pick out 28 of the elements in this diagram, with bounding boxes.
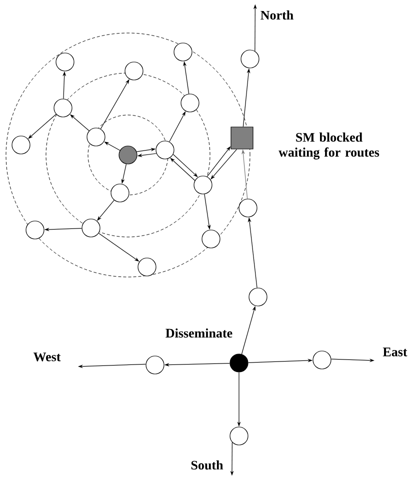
node-caption: SM blocked waiting for routes xyxy=(278,132,380,160)
node-circle xyxy=(230,426,248,446)
node-circle xyxy=(202,230,220,248)
node-circle xyxy=(180,94,200,112)
node-caption: Disseminate xyxy=(166,328,232,338)
node-circle xyxy=(138,258,156,276)
node-circle xyxy=(110,184,130,202)
node-circle xyxy=(248,288,268,306)
node-circle xyxy=(238,198,258,218)
node-circle xyxy=(26,220,44,240)
node-circle xyxy=(124,62,144,80)
node-circle xyxy=(12,136,30,154)
direction-label: West xyxy=(33,352,61,362)
direction-label: East xyxy=(382,348,408,356)
node-circle xyxy=(146,356,164,374)
arrow xyxy=(28,114,56,139)
node-circle xyxy=(82,218,100,238)
node-circle xyxy=(194,176,212,194)
node-circle xyxy=(312,350,332,370)
node-circle xyxy=(54,98,72,118)
node-circle xyxy=(118,146,138,164)
node-circle xyxy=(156,140,174,160)
direction-label: North xyxy=(260,10,294,20)
direction-label: South xyxy=(191,460,224,470)
node-circle xyxy=(86,128,106,146)
node-circle xyxy=(56,52,74,72)
node-circle xyxy=(174,42,192,62)
node-circle xyxy=(240,50,260,68)
